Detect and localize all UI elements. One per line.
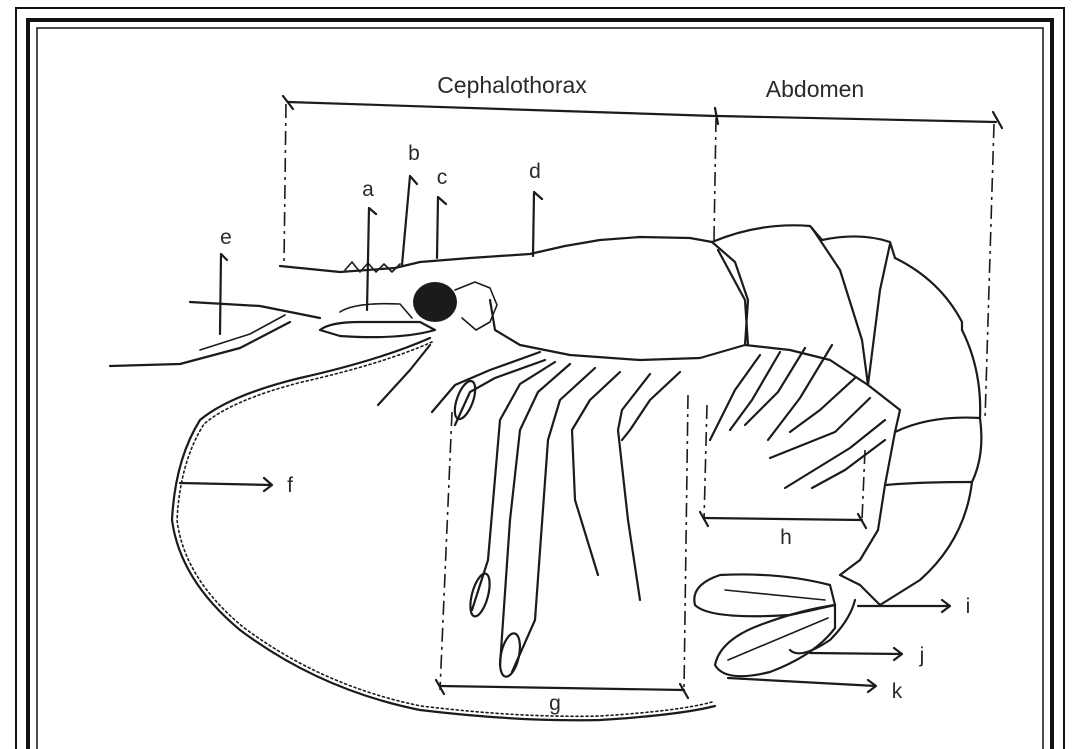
label-c: c (437, 166, 448, 189)
abdomen-segments (712, 225, 981, 605)
pointer-d (533, 192, 542, 256)
label-e: e (220, 226, 232, 249)
label-f: f (287, 474, 293, 497)
tail-fan (694, 574, 855, 676)
pointer-i (858, 600, 950, 612)
label-d: d (529, 160, 541, 183)
walking-legs (432, 352, 680, 678)
label-j: j (919, 644, 925, 667)
cephalothorax-label: Cephalothorax (437, 72, 587, 98)
swimmerets (710, 345, 885, 488)
abdomen-label: Abdomen (766, 76, 864, 102)
label-a: a (362, 178, 374, 201)
label-b: b (408, 142, 420, 165)
pointer-k (728, 678, 876, 692)
pointer-c (437, 197, 446, 258)
pointer-a (367, 208, 376, 310)
pointer-j (810, 648, 902, 660)
label-k: k (892, 680, 903, 703)
label-g: g (549, 692, 561, 715)
shrimp-body (110, 237, 748, 405)
pointer-e (220, 254, 227, 334)
label-i: i (966, 595, 971, 618)
label-h: h (780, 526, 792, 549)
pointer-f (180, 478, 272, 491)
pointer-b (402, 176, 417, 265)
